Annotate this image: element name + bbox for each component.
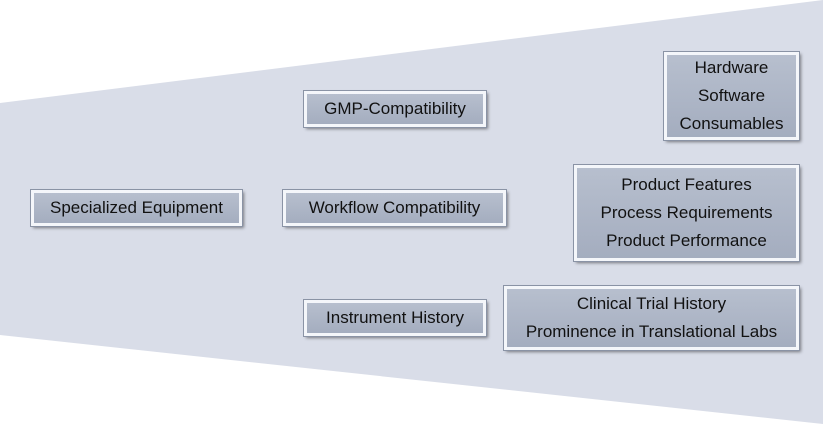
process-requirements-label: Process Requirements [600, 203, 773, 222]
translational-labs-label: Prominence in Translational Labs [525, 322, 778, 341]
instrument-history-box: Instrument History [303, 299, 487, 337]
workflow-compatibility-label: Workflow Compatibility [308, 198, 481, 217]
software-label: Software [697, 86, 766, 105]
instrument-history-label: Instrument History [326, 308, 464, 327]
specialized-equipment-box: Specialized Equipment [30, 189, 243, 227]
product-group-box: Product Features Process Requirements Pr… [573, 164, 800, 262]
consumables-label: Consumables [679, 114, 784, 133]
product-features-label: Product Features [621, 175, 752, 194]
gmp-compatibility-box: GMP-Compatibility [303, 90, 487, 128]
clinical-trial-history-label: Clinical Trial History [576, 294, 727, 313]
hardware-label: Hardware [694, 58, 769, 77]
gmp-compatibility-label: GMP-Compatibility [324, 99, 466, 118]
hardware-software-consumables-box: Hardware Software Consumables [663, 51, 800, 141]
specialized-equipment-label: Specialized Equipment [50, 198, 223, 217]
history-group-box: Clinical Trial History Prominence in Tra… [503, 285, 800, 351]
workflow-compatibility-box: Workflow Compatibility [282, 189, 507, 227]
product-performance-label: Product Performance [606, 231, 767, 250]
